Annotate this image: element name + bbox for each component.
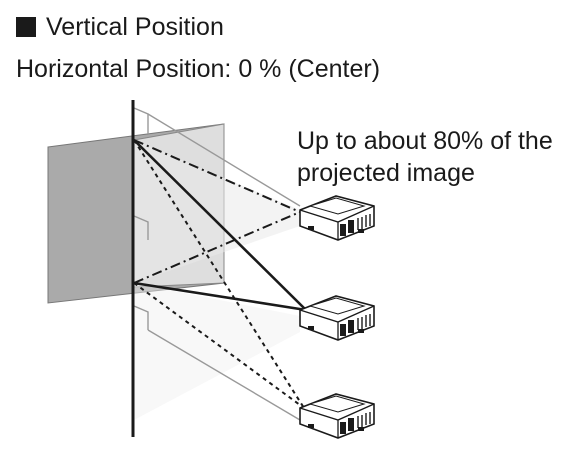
projector-bottom-icon bbox=[299, 393, 375, 439]
projector-middle-icon bbox=[299, 295, 375, 341]
square-bullet-icon bbox=[16, 17, 36, 37]
section-heading: Vertical Position bbox=[16, 10, 224, 44]
caption-line-2: projected image bbox=[297, 159, 475, 187]
caption: Up to about 80% of the projected image bbox=[297, 125, 582, 189]
projector-top-icon bbox=[299, 195, 375, 241]
heading-label: Vertical Position bbox=[46, 12, 224, 41]
horizontal-position-label: Horizontal Position: 0 % (Center) bbox=[16, 55, 381, 83]
caption-line-1: Up to about 80% of the bbox=[297, 127, 553, 155]
